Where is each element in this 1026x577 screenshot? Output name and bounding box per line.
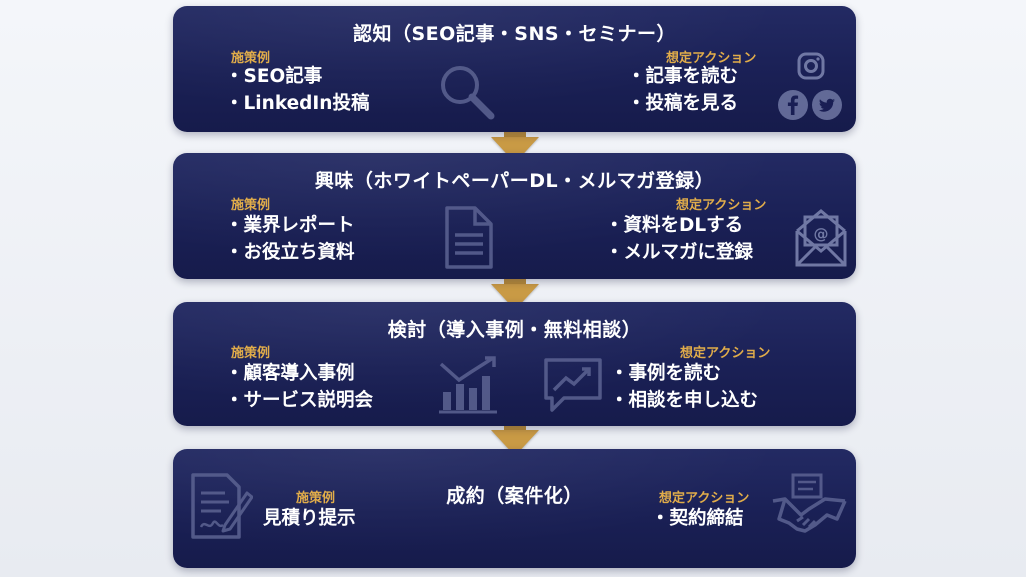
measures-label: 施策例 [296,491,336,506]
actions-label: 想定アクション [680,346,771,361]
list-item: 顧客導入事例 [225,360,373,387]
list-item: 投稿を見る [627,90,739,117]
actions-list: 事例を読む 相談を申し込む [610,360,759,414]
list-item: メルマガに登録 [605,239,754,266]
list-item: 業界レポート [225,212,355,239]
actions-list: 記事を読む 投稿を見る [627,63,739,117]
stage-title: 認知（SEO記事・SNS・セミナー） [352,23,677,45]
stage-title: 検討（導入事例・無料相談） [387,319,642,341]
stage-card-conversion: 成約（案件化） 施策例 見積り提示 想定アクション 契約締結 [173,449,856,568]
stage-title: 成約（案件化） [446,485,583,507]
handshake-icon [771,471,847,541]
measures-single: 見積り提示 [263,505,356,532]
measures-label: 施策例 [231,346,271,361]
list-item: 見積り提示 [263,508,356,529]
actions-list: 契約締結 [651,505,744,532]
list-item: 契約締結 [651,505,744,532]
stage-card-consideration: 検討（導入事例・無料相談） 施策例 顧客導入事例 サービス説明会 [173,302,856,426]
list-item: SEO記事 [225,63,369,90]
actions-label: 想定アクション [659,491,750,506]
twitter-icon [811,89,843,121]
list-item: 相談を申し込む [610,387,759,414]
bar-chart-icon [437,354,499,416]
list-item: サービス説明会 [225,387,374,414]
document-icon [441,205,495,271]
chat-graph-icon [540,354,606,418]
stage-card-awareness: 認知（SEO記事・SNS・セミナー） 施策例 SEO記事 LinkedIn投稿 … [173,6,856,132]
list-item: LinkedIn投稿 [225,90,370,117]
svg-text:@: @ [814,225,829,243]
measures-list: SEO記事 LinkedIn投稿 [225,63,370,117]
measures-list: 顧客導入事例 サービス説明会 [225,360,374,414]
list-item: お役立ち資料 [225,239,355,266]
measures-list: 業界レポート お役立ち資料 [225,212,355,266]
list-item: 記事を読む [627,63,739,90]
email-icon: @ [793,205,849,269]
stage-title: 興味（ホワイトペーパーDL・メルマガ登録） [314,170,715,192]
actions-list: 資料をDLする メルマガに登録 [605,212,754,266]
measures-label: 施策例 [231,198,271,213]
actions-label: 想定アクション [676,198,767,213]
instagram-icon [796,51,826,81]
contract-icon [189,471,253,543]
facebook-icon [777,89,809,121]
magnifier-icon [435,60,499,124]
stage-card-interest: 興味（ホワイトペーパーDL・メルマガ登録） 施策例 業界レポート お役立ち資料 … [173,153,856,279]
list-item: 資料をDLする [605,212,753,239]
list-item: 事例を読む [610,360,758,387]
